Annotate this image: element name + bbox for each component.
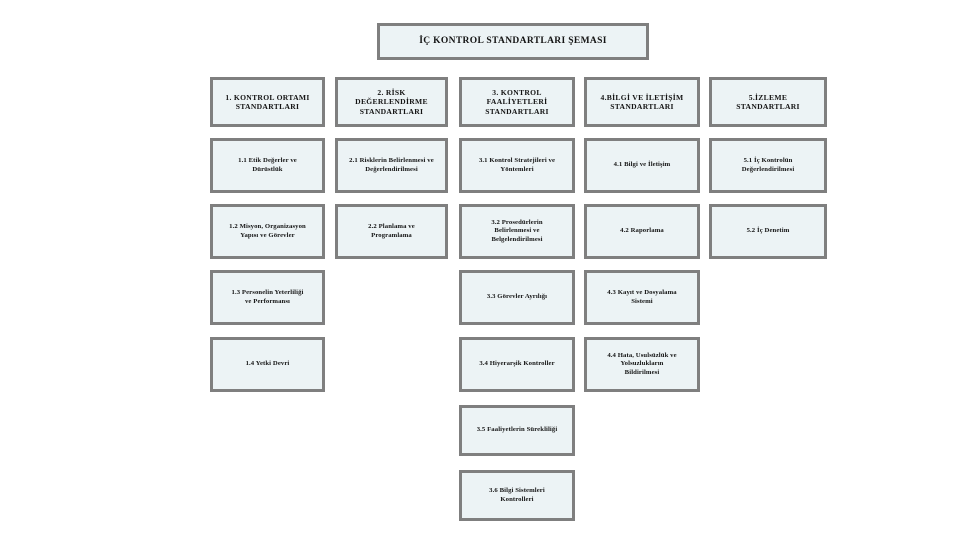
node-4-3: 4.3 Kayıt ve Dosyalama Sistemi (584, 270, 700, 325)
node-3-6: 3.6 Bilgi Sistemleri Kontrolleri (459, 470, 575, 521)
node-2-1: 2.1 Risklerin Belirlenmesi ve Değerlendi… (335, 138, 448, 193)
column-header-kontrol-ortami: 1. KONTROL ORTAMI STANDARTLARI (210, 77, 325, 127)
column-header-label: 1. KONTROL ORTAMI STANDARTLARI (225, 92, 310, 111)
node-label: 4.3 Kayıt ve Dosyalama Sistemi (607, 289, 677, 305)
diagram-title-box: İÇ KONTROL STANDARTLARI ŞEMASI (377, 23, 649, 60)
node-4-1: 4.1 Bilgi ve İletişim (584, 138, 700, 193)
node-label: 1.2 Misyon, Organizasyon Yapısı ve Görev… (229, 223, 306, 239)
node-label: 4.2 Raporlama (620, 227, 664, 235)
column-header-label: 2. RİSK DEĞERLENDİRME STANDARTLARI (355, 87, 428, 116)
node-label: 4.1 Bilgi ve İletişim (613, 161, 671, 169)
column-header-risk-degerlendirme: 2. RİSK DEĞERLENDİRME STANDARTLARI (335, 77, 448, 127)
node-4-4: 4.4 Hata, Usulsüzlük ve Yolsuzlukların B… (584, 337, 700, 392)
node-label: 5.2 İç Denetim (746, 227, 790, 235)
node-3-2: 3.2 Prosedürlerin Belirlenmesi ve Belgel… (459, 204, 575, 259)
node-label: 1.3 Personelin Yeterliliği ve Performans… (231, 289, 304, 305)
column-header-label: 4.BİLGİ VE İLETİŞİM STANDARTLARI (600, 92, 684, 111)
node-1-1: 1.1 Etik Değerler ve Dürüstlük (210, 138, 325, 193)
node-label: 3.6 Bilgi Sistemleri Kontrolleri (489, 487, 545, 503)
node-3-1: 3.1 Kontrol Stratejileri ve Yöntemleri (459, 138, 575, 193)
node-label: 1.1 Etik Değerler ve Dürüstlük (238, 157, 297, 173)
node-1-4: 1.4 Yetki Devri (210, 337, 325, 392)
node-label: 5.1 İç Kontrolün Değerlendirilmesi (741, 157, 795, 173)
column-header-label: 5.İZLEME STANDARTLARI (736, 92, 800, 111)
node-label: 2.1 Risklerin Belirlenmesi ve Değerlendi… (349, 157, 434, 173)
node-3-4: 3.4 Hiyerarşik Kontroller (459, 337, 575, 392)
diagram-title-label: İÇ KONTROL STANDARTLARI ŞEMASI (419, 35, 607, 46)
node-4-2: 4.2 Raporlama (584, 204, 700, 259)
node-3-5: 3.5 Faaliyetlerin Sürekliliği (459, 405, 575, 456)
node-1-2: 1.2 Misyon, Organizasyon Yapısı ve Görev… (210, 204, 325, 259)
column-header-izleme: 5.İZLEME STANDARTLARI (709, 77, 827, 127)
node-label: 3.2 Prosedürlerin Belirlenmesi ve Belgel… (491, 218, 543, 243)
node-label: 3.3 Görevler Ayrılığı (486, 293, 548, 301)
node-label: 3.4 Hiyerarşik Kontroller (479, 360, 555, 368)
node-5-1: 5.1 İç Kontrolün Değerlendirilmesi (709, 138, 827, 193)
node-1-3: 1.3 Personelin Yeterliliği ve Performans… (210, 270, 325, 325)
node-label: 3.5 Faaliyetlerin Sürekliliği (476, 426, 558, 434)
node-label: 4.4 Hata, Usulsüzlük ve Yolsuzlukların B… (607, 351, 677, 376)
node-3-3: 3.3 Görevler Ayrılığı (459, 270, 575, 325)
column-header-label: 3. KONTROL FAALİYETLERİ STANDARTLARI (485, 87, 549, 116)
column-header-bilgi-ve-iletisim: 4.BİLGİ VE İLETİŞİM STANDARTLARI (584, 77, 700, 127)
node-label: 3.1 Kontrol Stratejileri ve Yöntemleri (478, 157, 556, 173)
node-2-2: 2.2 Planlama ve Programlama (335, 204, 448, 259)
node-label: 1.4 Yetki Devri (245, 360, 290, 368)
node-label: 2.2 Planlama ve Programlama (368, 223, 415, 239)
column-header-kontrol-faaliyetleri: 3. KONTROL FAALİYETLERİ STANDARTLARI (459, 77, 575, 127)
node-5-2: 5.2 İç Denetim (709, 204, 827, 259)
